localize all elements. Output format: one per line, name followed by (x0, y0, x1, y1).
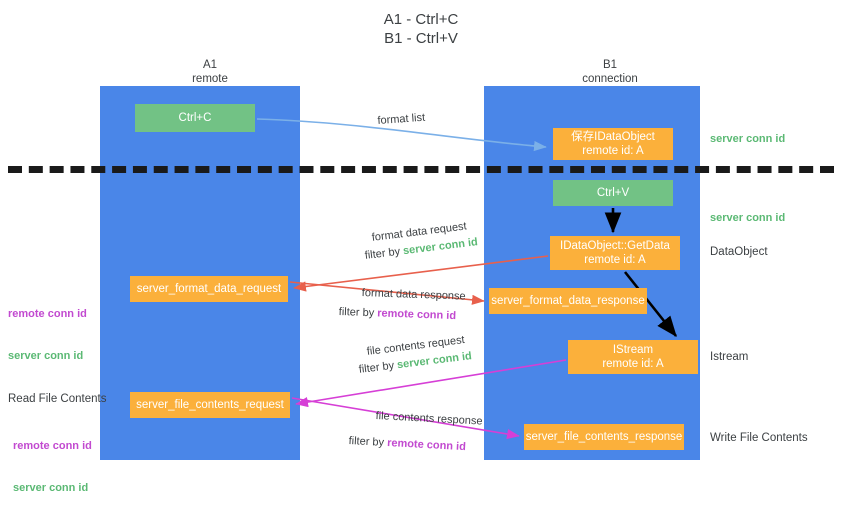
filter-prefix: filter by (348, 434, 388, 449)
node-server-format-data-request[interactable]: server_format_data_request (130, 276, 288, 302)
column-header-b1-sub: connection (582, 73, 638, 85)
label-conn-ids-mid: remote conn id server conn id (8, 279, 87, 391)
label-server-conn-id-mid: server conn id (710, 212, 786, 224)
label-remote-conn-id-mid: remote conn id (8, 308, 87, 320)
edge-label-format-list: format list (377, 111, 426, 127)
label-conn-ids-bottom: remote conn id server conn id (13, 411, 92, 523)
label-server-conn-id-left-mid: server conn id (8, 350, 84, 362)
filter-value-remote-conn-id: remote conn id (386, 437, 467, 454)
dashed-divider (8, 166, 834, 173)
column-header-a1: A1 remote (140, 58, 280, 86)
label-dataobject: DataObject (710, 246, 768, 258)
node-ctrl-c[interactable]: Ctrl+C (135, 104, 255, 132)
diagram-canvas: A1 - Ctrl+C B1 - Ctrl+V A1 remote B1 conne… (8, 11, 834, 494)
node-istream[interactable]: IStream remote id: A (568, 340, 698, 374)
label-read-file-contents: Read File Contents (8, 393, 107, 405)
filter-prefix: filter by (358, 359, 398, 376)
column-header-b1-name: B1 (602, 59, 618, 71)
edge-label-file-contents-response-text: file contents response (375, 409, 483, 428)
node-ctrl-v[interactable]: Ctrl+V (553, 180, 673, 206)
edge-label-format-data-response-text: format data response (361, 286, 466, 303)
node-idataobject-getdata[interactable]: IDataObject::GetData remote id: A (550, 236, 680, 270)
node-server-file-contents-request[interactable]: server_file_contents_request (130, 392, 290, 418)
node-save-idataobject[interactable]: 保存IDataObject remote id: A (553, 128, 673, 160)
column-header-a1-name: A1 (202, 59, 218, 71)
column-header-a1-sub: remote (192, 73, 228, 85)
node-server-format-data-response[interactable]: server_format_data_response (489, 288, 647, 314)
filter-value-remote-conn-id: remote conn id (377, 307, 457, 323)
label-remote-conn-id-bottom: remote conn id (13, 440, 92, 452)
edge-filter-file-contents-response: filter by remote conn id (348, 434, 466, 454)
node-server-file-contents-response[interactable]: server_file_contents_response (524, 424, 684, 450)
edge-label-file-contents-response: file contents response (375, 409, 483, 429)
column-header-b1: B1 connection (540, 58, 680, 86)
label-server-conn-id-top: server conn id (710, 133, 786, 145)
edge-label-format-data-response: format data response (362, 286, 466, 304)
label-istream: Istream (710, 351, 749, 363)
filter-prefix: filter by (338, 305, 378, 320)
page-title: A1 - Ctrl+C B1 - Ctrl+V (383, 11, 459, 47)
filter-prefix: filter by (364, 245, 404, 262)
edge-filter-format-data-response: filter by remote conn id (339, 305, 457, 323)
label-server-conn-id-left-bottom: server conn id (13, 482, 89, 494)
label-write-file-contents: Write File Contents (710, 432, 808, 444)
